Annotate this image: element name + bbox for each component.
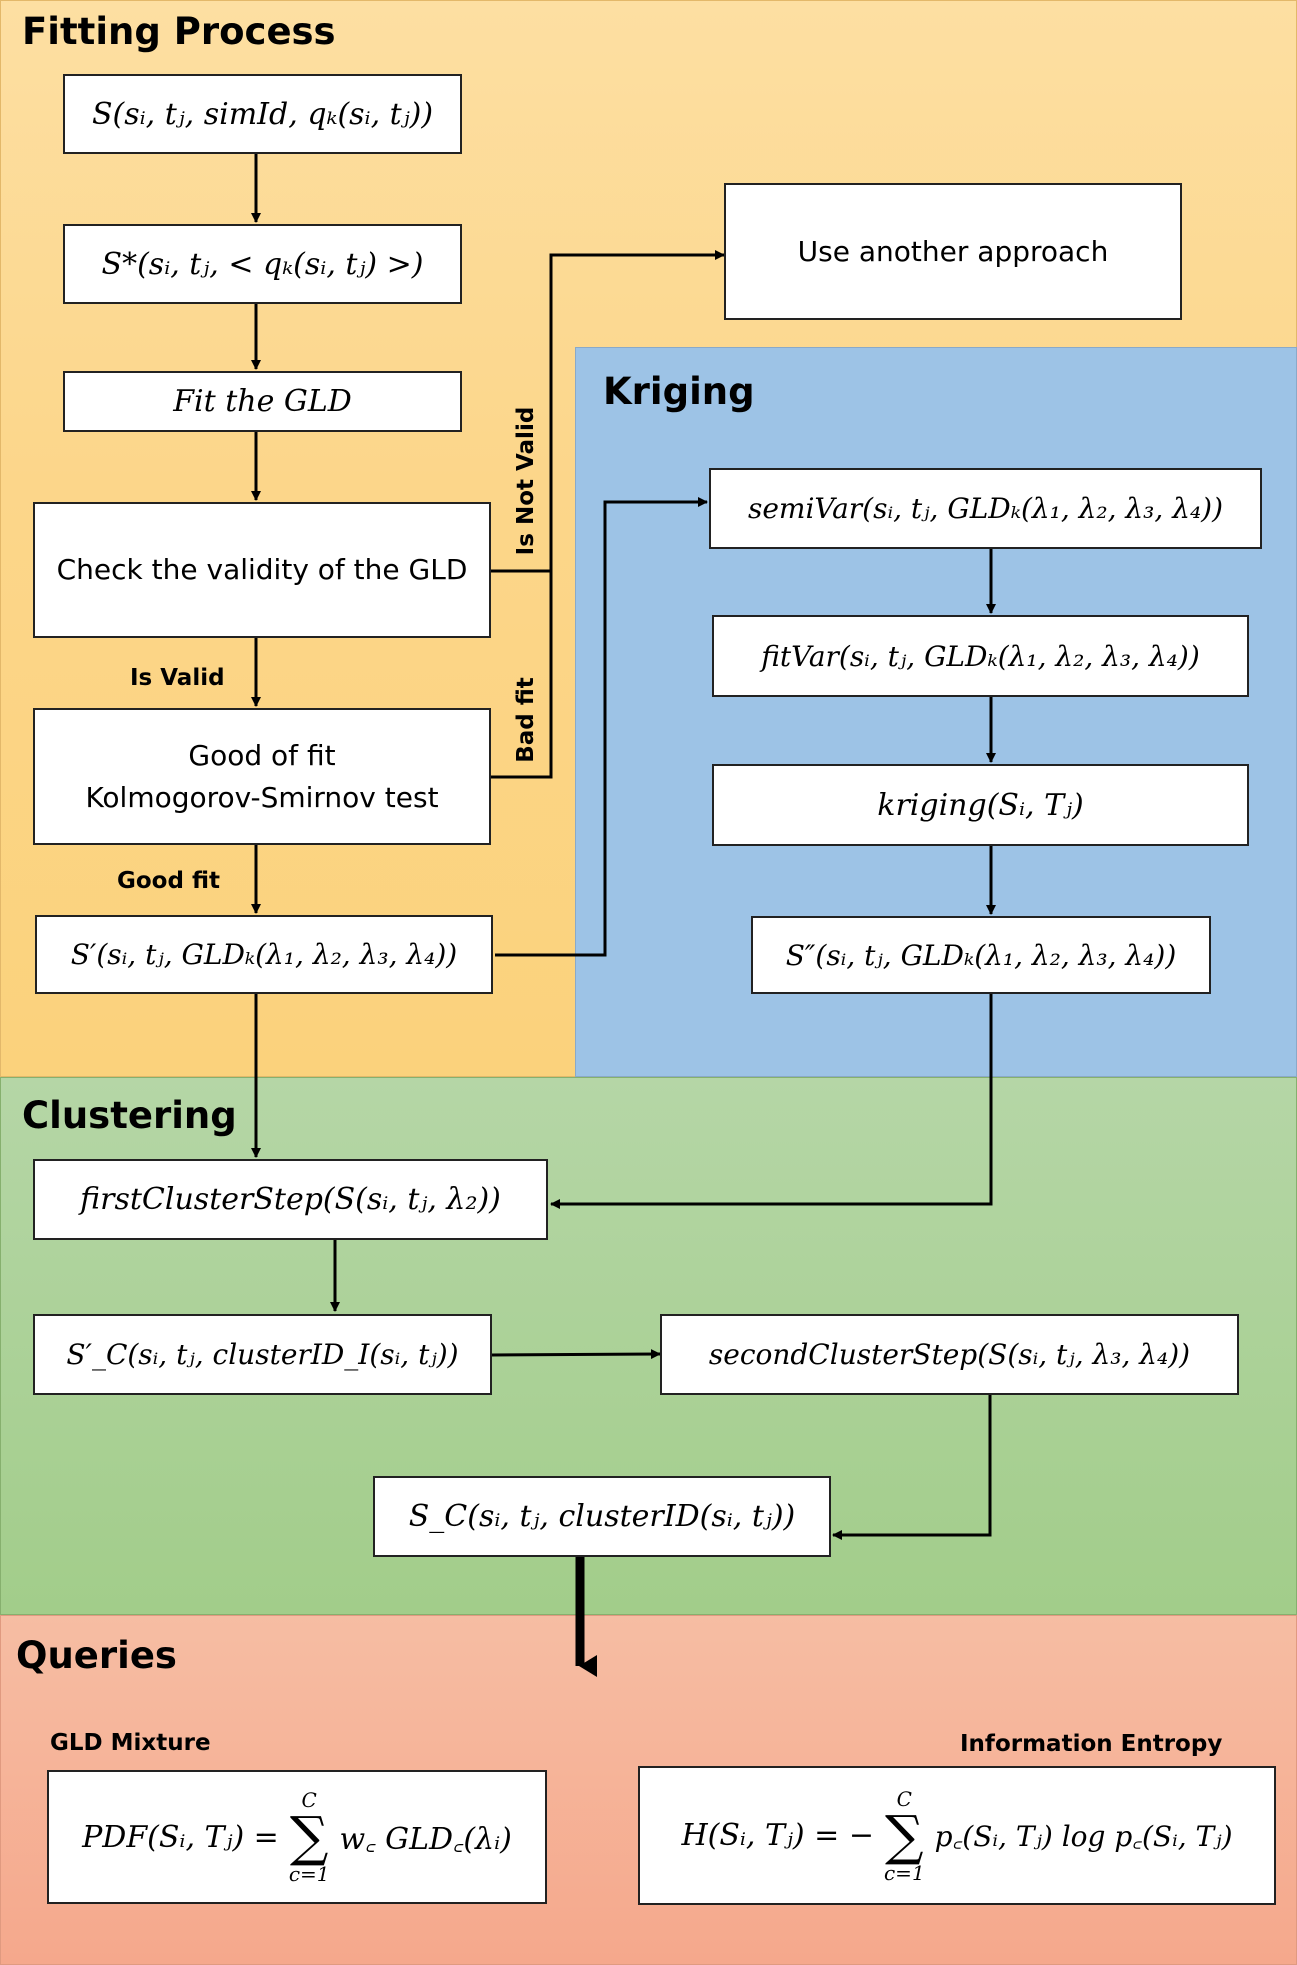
- sum-upper-limit: C: [896, 1786, 912, 1811]
- sigma-icon: ∑: [289, 1805, 329, 1868]
- gld-mixture-term: w꜀ GLD꜀(λᵢ): [339, 1821, 512, 1857]
- s-c-formula: S_C(sᵢ, tⱼ, clusterID(sᵢ, tⱼ)): [408, 1499, 796, 1534]
- goodness-of-fit-node: Good of fit Kolmogorov-Smirnov test: [33, 708, 491, 845]
- s-prime-node: S′(sᵢ, tⱼ, GLDₖ(λ₁, λ₂, λ₃, λ₄)): [35, 915, 493, 994]
- goodness-of-fit-line1: Good of fit: [188, 738, 336, 772]
- semivar-formula: semiVar(sᵢ, tⱼ, GLDₖ(λ₁, λ₂, λ₃, λ₄)): [747, 492, 1224, 525]
- s-double-prime-node: S″(sᵢ, tⱼ, GLDₖ(λ₁, λ₂, λ₃, λ₄)): [751, 916, 1211, 994]
- good-fit-label: Good fit: [117, 868, 220, 894]
- another-approach-node: Use another approach: [724, 183, 1182, 320]
- s-double-prime-formula: S″(sᵢ, tⱼ, GLDₖ(λ₁, λ₂, λ₃, λ₄)): [785, 938, 1177, 972]
- s-c-node: S_C(sᵢ, tⱼ, clusterID(sᵢ, tⱼ)): [373, 1476, 831, 1557]
- fitting-process-title: Fitting Process: [22, 10, 336, 53]
- gld-mixture-lhs: PDF(Sᵢ, Tⱼ) =: [82, 1819, 279, 1855]
- entropy-term: p꜀(Sᵢ, Tⱼ) log p꜀(Sᵢ, Tⱼ): [934, 1819, 1233, 1853]
- entropy-lhs: H(Sᵢ, Tⱼ) = −: [681, 1818, 874, 1853]
- s-prime-c-node: S′_C(sᵢ, tⱼ, clusterID_I(sᵢ, tⱼ)): [33, 1314, 492, 1395]
- second-cluster-step-formula: secondClusterStep(S(sᵢ, tⱼ, λ₃, λ₄)): [708, 1338, 1191, 1371]
- clustering-title: Clustering: [22, 1094, 237, 1137]
- is-not-valid-label: Is Not Valid: [513, 406, 539, 556]
- queries-title: Queries: [16, 1634, 177, 1677]
- s-input-formula: S(sᵢ, tⱼ, simId, qₖ(sᵢ, tⱼ)): [91, 96, 434, 132]
- entropy-formula-box: H(Sᵢ, Tⱼ) = − C ∑ c=1 p꜀(Sᵢ, Tⱼ) log p꜀(…: [638, 1766, 1276, 1905]
- bad-fit-label: Bad fit: [513, 677, 539, 763]
- fit-gld-label: Fit the GLD: [173, 384, 352, 419]
- s-input-node: S(sᵢ, tⱼ, simId, qₖ(sᵢ, tⱼ)): [63, 74, 462, 154]
- fitvar-node: fitVar(sᵢ, tⱼ, GLDₖ(λ₁, λ₂, λ₃, λ₄)): [712, 615, 1249, 697]
- another-approach-label: Use another approach: [797, 234, 1109, 268]
- fit-gld-node: Fit the GLD: [63, 371, 462, 432]
- information-entropy-title: Information Entropy: [960, 1731, 1223, 1757]
- summation-symbol: C ∑ c=1: [884, 1789, 925, 1883]
- first-cluster-step-formula: firstClusterStep(S(sᵢ, tⱼ, λ₂)): [80, 1182, 501, 1217]
- kriging-fn-node: kriging(Sᵢ, Tⱼ): [712, 764, 1249, 846]
- sum-lower-limit: c=1: [288, 1862, 330, 1886]
- kriging-fn-formula: kriging(Sᵢ, Tⱼ): [877, 787, 1084, 823]
- gld-mixture-title: GLD Mixture: [50, 1730, 211, 1756]
- sigma-icon: ∑: [885, 1803, 924, 1867]
- check-validity-label: Check the validity of the GLD: [56, 553, 468, 586]
- s-star-formula: S*(sᵢ, tⱼ, < qₖ(sᵢ, tⱼ) >): [101, 246, 424, 282]
- goodness-of-fit-line2: Kolmogorov-Smirnov test: [85, 780, 439, 814]
- second-cluster-step-node: secondClusterStep(S(sᵢ, tⱼ, λ₃, λ₄)): [660, 1314, 1239, 1395]
- kriging-title: Kriging: [603, 370, 755, 413]
- check-validity-node: Check the validity of the GLD: [33, 502, 491, 638]
- s-star-node: S*(sᵢ, tⱼ, < qₖ(sᵢ, tⱼ) >): [63, 224, 462, 304]
- s-prime-formula: S′(sᵢ, tⱼ, GLDₖ(λ₁, λ₂, λ₃, λ₄)): [70, 938, 458, 971]
- sum-upper-limit: C: [301, 1788, 317, 1812]
- fitvar-formula: fitVar(sᵢ, tⱼ, GLDₖ(λ₁, λ₂, λ₃, λ₄)): [761, 639, 1200, 673]
- summation-symbol: C ∑ c=1: [289, 1790, 330, 1884]
- s-prime-c-formula: S′_C(sᵢ, tⱼ, clusterID_I(sᵢ, tⱼ)): [66, 1338, 459, 1371]
- sum-lower-limit: c=1: [883, 1860, 925, 1885]
- semivar-node: semiVar(sᵢ, tⱼ, GLDₖ(λ₁, λ₂, λ₃, λ₄)): [709, 468, 1262, 549]
- is-valid-label: Is Valid: [130, 665, 225, 691]
- gld-mixture-formula-box: PDF(Sᵢ, Tⱼ) = C ∑ c=1 w꜀ GLD꜀(λᵢ): [47, 1770, 547, 1904]
- first-cluster-step-node: firstClusterStep(S(sᵢ, tⱼ, λ₂)): [33, 1159, 548, 1240]
